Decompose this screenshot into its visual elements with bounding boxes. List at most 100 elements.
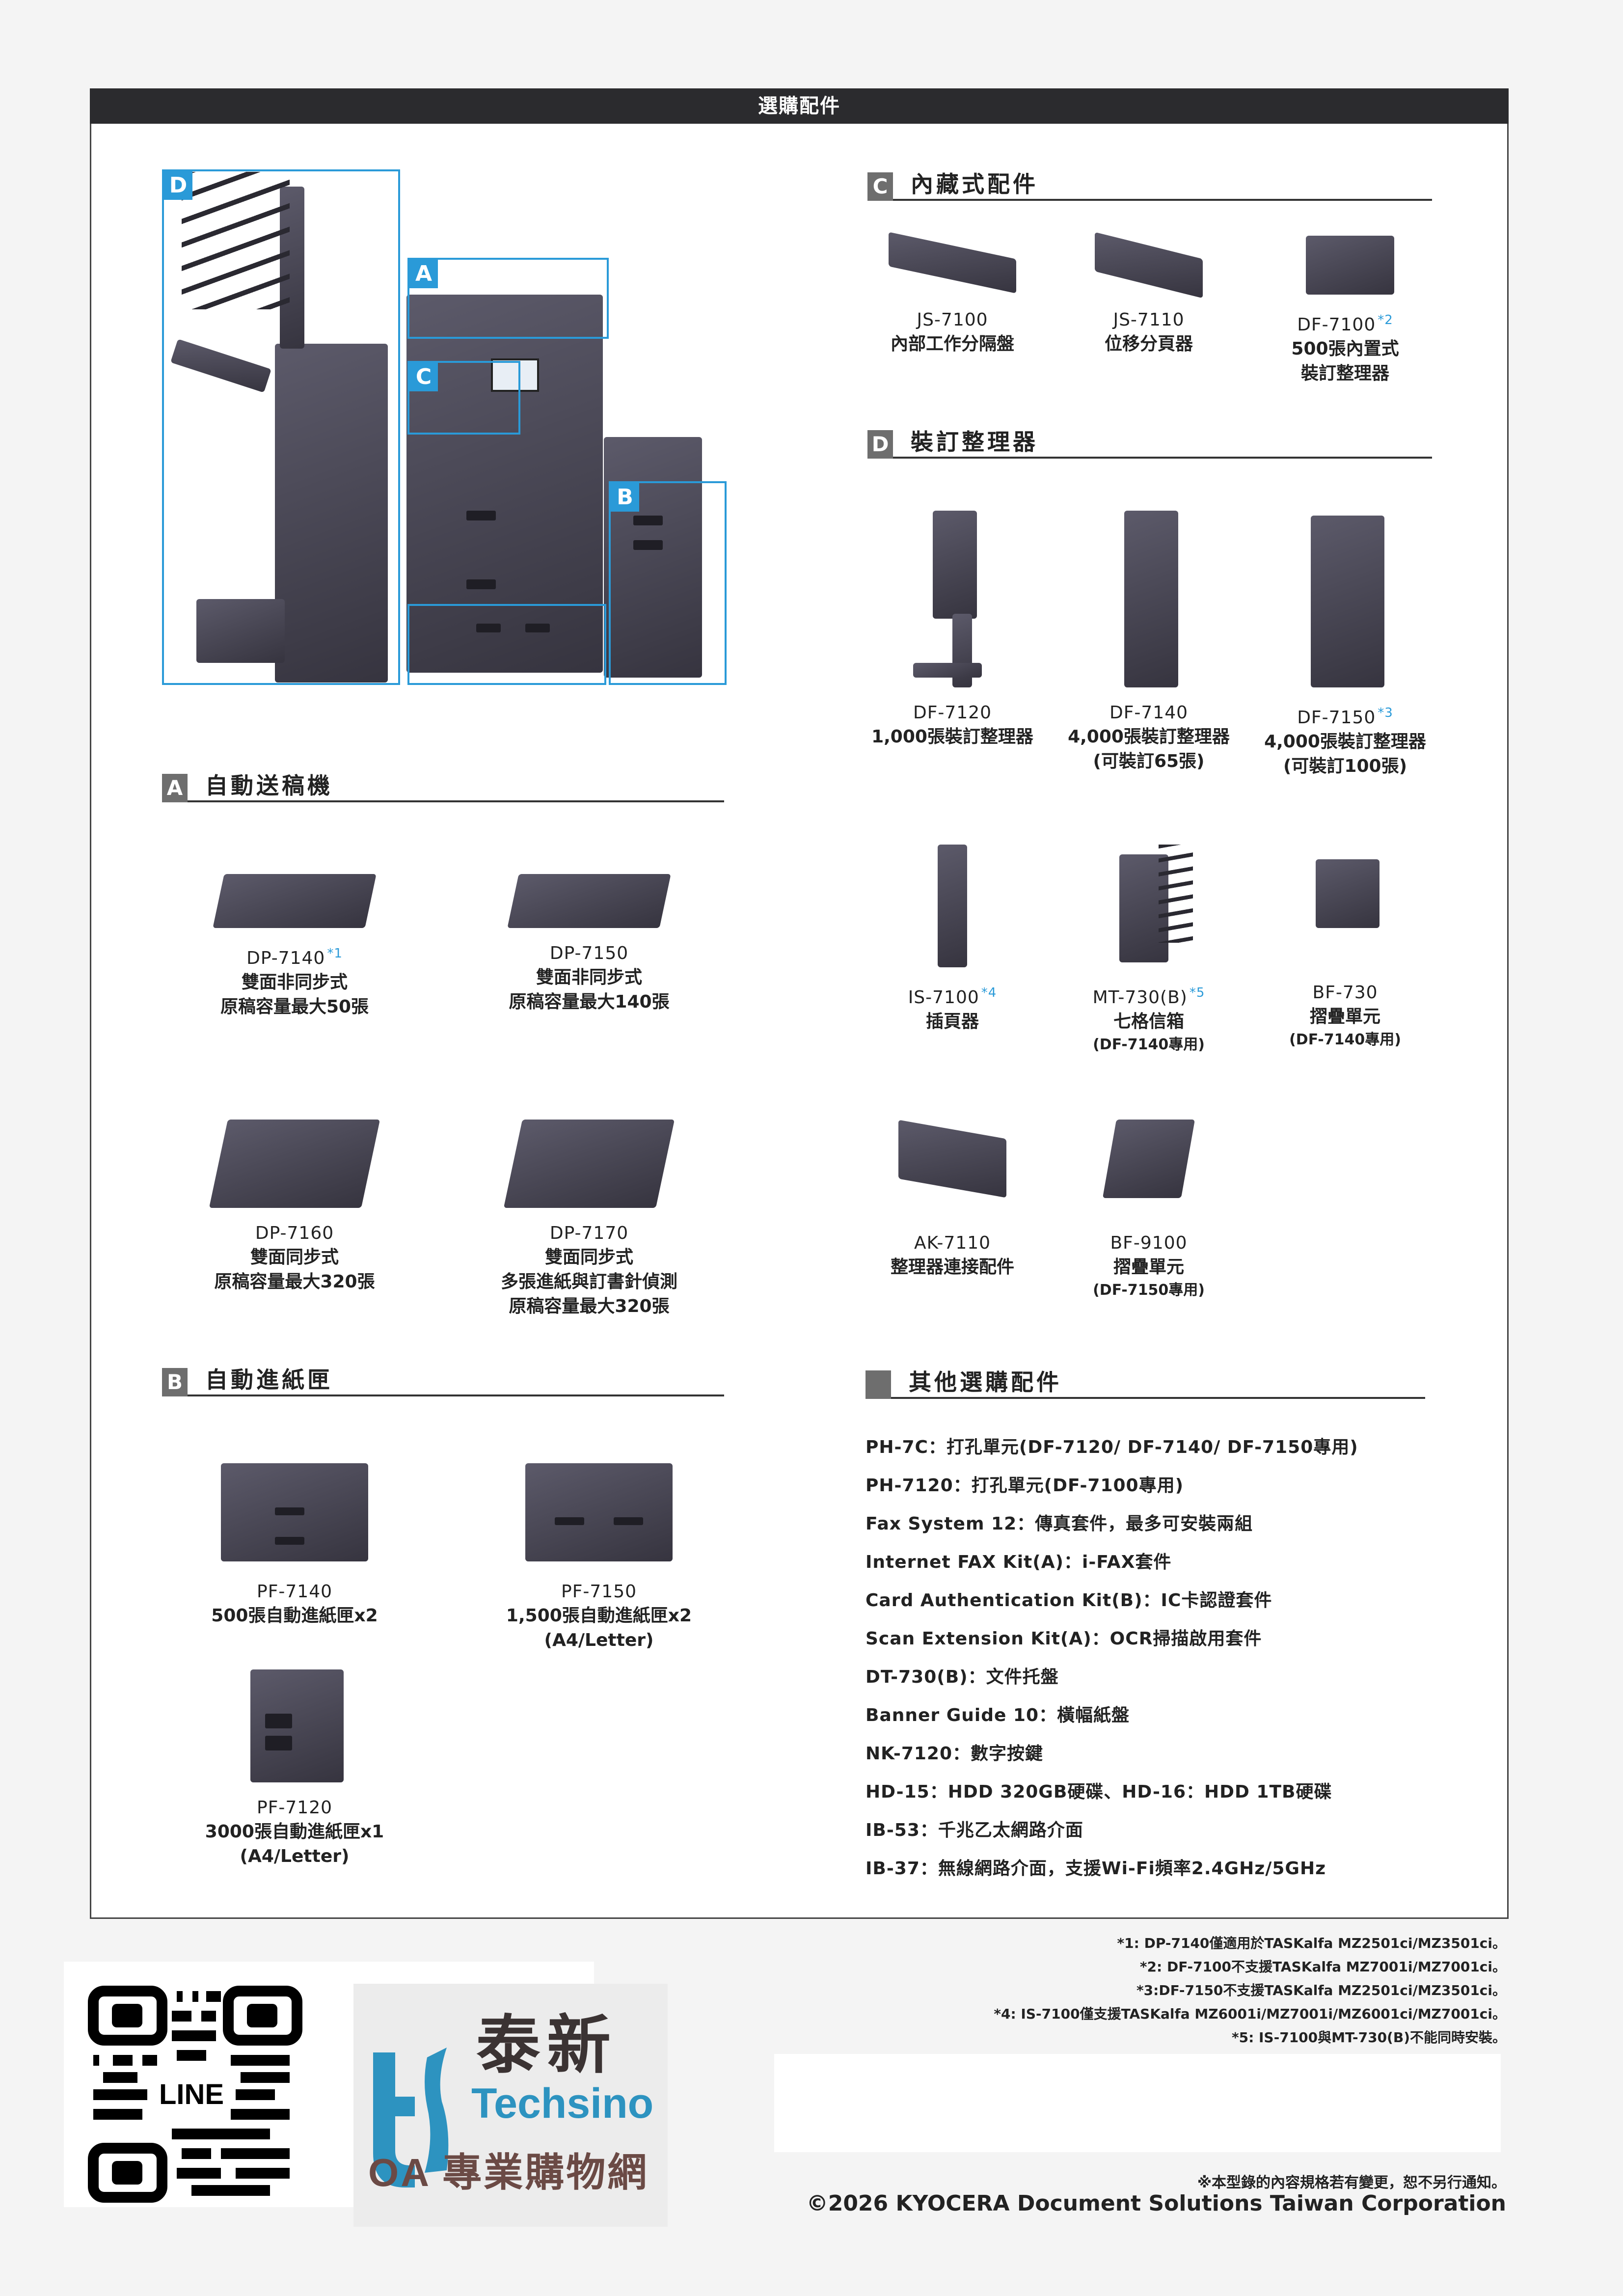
- footnote-mark: *1: [327, 946, 343, 961]
- mailbox-image: [1100, 835, 1198, 972]
- callout-label: B: [611, 483, 639, 512]
- product-dp-7170: DP-7170 雙面同步式 多張進紙與訂書針偵測 原稿容量最大320張: [471, 1090, 707, 1319]
- option-item: IB-53：千兆乙太網路介面: [866, 1820, 1083, 1840]
- ts-logo-icon: [373, 2048, 449, 2187]
- tray-image: [879, 226, 1026, 300]
- footnote-mark: *3: [1378, 706, 1393, 720]
- inner-finisher-image: [1271, 226, 1419, 300]
- option-item: NK-7120：數字按鍵: [866, 1744, 1044, 1764]
- product-desc: 七格信箱: [1113, 1011, 1184, 1032]
- adf-image: [507, 845, 671, 933]
- section-badge: D: [867, 430, 893, 459]
- product-desc: 原稿容量最大320張: [214, 1272, 375, 1292]
- product-desc: 雙面非同步式: [241, 972, 348, 992]
- product-desc: 4,000張裝訂整理器: [1264, 732, 1426, 752]
- model-number: DF-7150: [1297, 708, 1376, 728]
- model-number: BF-9100: [1110, 1233, 1188, 1253]
- option-item: Card Authentication Kit(B)：IC卡認證套件: [866, 1590, 1272, 1611]
- option-item: HD-15：HDD 320GB硬碟、HD-16：HDD 1TB硬碟: [866, 1782, 1332, 1802]
- separator-image: [1075, 226, 1222, 300]
- section-heading-finisher: D 裝訂整理器: [867, 427, 1432, 459]
- model-number: DP-7160: [255, 1223, 334, 1243]
- section-title: 自動進紙匣: [205, 1367, 333, 1393]
- section-heading-other: 其他選購配件: [866, 1367, 1425, 1399]
- section-badge: [866, 1370, 891, 1399]
- footnote: *5: IS-7100與MT-730(B)不能同時安裝。: [1231, 2029, 1506, 2046]
- product-df-7140: DF-7140 4,000張裝訂整理器 (可裝訂65張): [1060, 506, 1237, 774]
- product-ak-7110: AK-7110 整理器連接配件: [864, 1100, 1041, 1280]
- finisher-image: [1100, 506, 1198, 692]
- option-item: PH-7C：打孔單元(DF-7120/ DF-7140/ DF-7150專用): [866, 1437, 1358, 1457]
- model-number: IS-7100: [908, 987, 979, 1008]
- product-desc: 500張自動進紙匣x2: [211, 1606, 378, 1626]
- product-desc: 摺疊單元: [1309, 1007, 1380, 1027]
- callout-document-processor: A: [407, 258, 609, 339]
- footnote-mark: *5: [1189, 985, 1205, 1000]
- product-desc: 原稿容量最大320張: [509, 1296, 670, 1316]
- adf-image: [503, 1090, 675, 1213]
- product-js-7110: JS-7110 位移分頁器: [1060, 226, 1237, 356]
- footnote: *2: DF-7100不支援TASKalfa MZ7001i/MZ7001ci。: [1139, 1959, 1506, 1975]
- footnote: *3:DF-7150不支援TASKalfa MZ2501ci/MZ3501ci。: [1136, 1982, 1506, 1998]
- product-desc: 內部工作分隔盤: [890, 334, 1014, 354]
- folding-unit-image: [1090, 1100, 1208, 1223]
- product-desc: 裝訂整理器: [1300, 363, 1389, 383]
- option-item: PH-7120：打孔單元(DF-7100專用): [866, 1476, 1184, 1496]
- logo-english-name: Techsino: [471, 2080, 654, 2127]
- callout-internal-options: C: [407, 361, 520, 435]
- product-note: (DF-7140專用): [1093, 1036, 1205, 1053]
- product-desc: 原稿容量最大50張: [220, 997, 369, 1017]
- product-desc: 摺疊單元: [1113, 1257, 1184, 1277]
- copyright: ©2026 KYOCERA Document Solutions Taiwan …: [806, 2191, 1506, 2216]
- model-number: AK-7110: [914, 1233, 991, 1253]
- product-dp-7160: DP-7160 雙面同步式 原稿容量最大320張: [187, 1090, 403, 1294]
- footnote: *4: IS-7100僅支援TASKalfa MZ6001i/MZ7001i/M…: [994, 2006, 1506, 2022]
- product-desc: 雙面非同步式: [536, 967, 642, 987]
- blank-area: [774, 2054, 1501, 2152]
- finisher-image: [1291, 506, 1399, 692]
- logo-chinese-name: 泰新: [476, 2007, 618, 2082]
- section-badge: A: [162, 774, 188, 802]
- product-pf-7150: PF-7150 1,500張自動進紙匣x2 (A4/Letter): [481, 1434, 717, 1653]
- callout-paper-feeder: B: [609, 481, 727, 685]
- product-js-7100: JS-7100 內部工作分隔盤: [864, 226, 1041, 356]
- section-heading-adf: A 自動送稿機: [162, 771, 724, 802]
- logo-tagline: OA 專業購物網: [368, 2151, 649, 2194]
- model-number: DP-7150: [549, 943, 629, 963]
- product-desc: 4,000張裝訂整理器: [1068, 727, 1230, 747]
- attachment-kit-image: [884, 1100, 1021, 1223]
- footnote: *1: DP-7140僅適用於TASKalfa MZ2501ci/MZ3501c…: [1117, 1935, 1506, 1951]
- feeder-image: [520, 1434, 677, 1571]
- techsino-logo[interactable]: 泰新 Techsino OA 專業購物網: [353, 1984, 668, 2227]
- product-desc: (可裝訂100張): [1283, 756, 1407, 776]
- section-title: 自動送稿機: [205, 772, 333, 799]
- product-is-7100: IS-7100*4 插頁器: [864, 835, 1041, 1034]
- footnote-mark: *2: [1378, 313, 1393, 328]
- product-desc: 插頁器: [925, 1011, 979, 1032]
- product-desc: (A4/Letter): [544, 1630, 654, 1650]
- qr-code-icon: LINE: [88, 1986, 302, 2203]
- section-heading-feeder: B 自動進紙匣: [162, 1365, 724, 1396]
- product-desc: 位移分頁器: [1104, 334, 1193, 354]
- callout-label: C: [409, 363, 438, 391]
- product-note: (DF-7150專用): [1093, 1282, 1205, 1299]
- product-desc: 雙面同步式: [250, 1247, 339, 1267]
- footnote-mark: *4: [981, 985, 997, 1000]
- model-number: DF-7140: [1109, 703, 1189, 723]
- feeder-image: [241, 1660, 349, 1787]
- product-df-7150: DF-7150*3 4,000張裝訂整理器 (可裝訂100張): [1257, 506, 1434, 779]
- product-desc: 1,500張自動進紙匣x2: [506, 1606, 692, 1626]
- product-desc: 原稿容量最大140張: [509, 992, 670, 1012]
- product-bf-730: BF-730 摺疊單元 (DF-7140專用): [1257, 835, 1434, 1051]
- section-title: 其他選購配件: [909, 1369, 1062, 1395]
- model-number: DP-7170: [549, 1223, 629, 1243]
- inserter-image: [913, 835, 992, 972]
- model-number: DF-7120: [913, 703, 992, 723]
- model-number: JS-7110: [1113, 310, 1185, 330]
- model-number: BF-730: [1312, 983, 1378, 1003]
- disclaimer: ※本型錄的內容規格若有變更，恕不另行通知。: [1197, 2174, 1506, 2191]
- product-desc: 雙面同步式: [544, 1247, 633, 1267]
- product-desc: (A4/Letter): [240, 1846, 350, 1866]
- product-desc: 3000張自動進紙匣x1: [205, 1822, 384, 1842]
- product-desc: 1,000張裝訂整理器: [871, 727, 1033, 747]
